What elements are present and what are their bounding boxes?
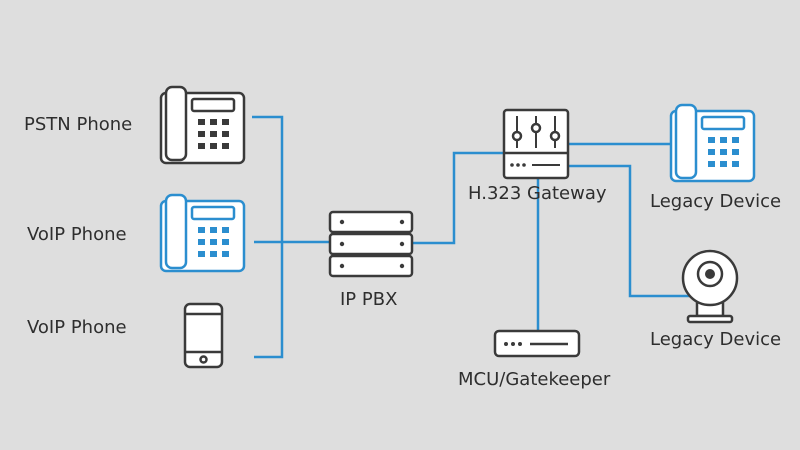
node-label-voip-phone-desk: VoIP Phone — [27, 224, 127, 245]
desk-phone-icon — [159, 193, 246, 273]
node-label-voip-phone-mobile: VoIP Phone — [27, 317, 127, 338]
node-label-pstn-phone: PSTN Phone — [24, 114, 133, 135]
rack-unit-icon — [493, 329, 581, 358]
node-label-h323-gateway: H.323 Gateway — [468, 183, 607, 204]
desk-phone-icon — [669, 103, 756, 183]
connection-lines — [252, 115, 690, 359]
node-label-ip-pbx: IP PBX — [340, 289, 398, 310]
server-stack-icon — [328, 210, 414, 278]
smartphone-icon — [183, 302, 224, 369]
node-label-mcu-gatekeeper: MCU/Gatekeeper — [458, 369, 611, 390]
link-pstn-to-bus — [252, 115, 284, 359]
link-gateway-to-webcam — [566, 164, 690, 298]
webcam-icon — [681, 249, 739, 324]
node-label-legacy-webcam: Legacy Device — [650, 329, 782, 350]
link-pbx-to-gateway — [410, 151, 514, 245]
desk-phone-icon — [159, 85, 246, 165]
node-label-legacy-phone: Legacy Device — [650, 191, 782, 212]
gateway-mixer-icon — [502, 108, 570, 180]
